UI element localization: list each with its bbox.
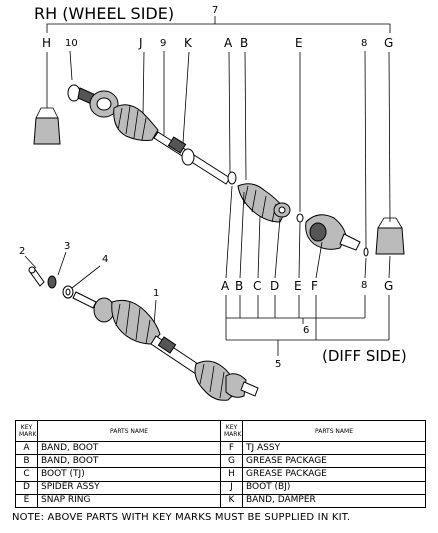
parts-key-table: KEY MARK PARTS NAME KEY MARK PARTS NAME … — [15, 420, 426, 509]
part-name-cell: SNAP RING — [37, 493, 221, 509]
spider-assy — [273, 202, 291, 218]
callout-2: 2 — [19, 246, 25, 257]
wheel-side-joint — [67, 84, 119, 118]
key-label-bottom-e: E — [294, 279, 302, 293]
header-key-mark-2: KEY MARK — [220, 420, 243, 442]
key-cell: K — [220, 493, 243, 509]
header-parts-name-2: PARTS NAME — [242, 420, 426, 442]
part-name-cell: TJ ASSY — [242, 440, 426, 456]
callout-8-bottom: 8 — [361, 280, 367, 291]
diff-side-label: (DIFF SIDE) — [322, 347, 407, 365]
exploded-parts-diagram: RH (WHEEL SIDE) 7 H 10 J 9 K A B E 8 G — [19, 4, 407, 401]
band-boot-a — [227, 171, 237, 185]
table-row: B BAND, BOOT G GREASE PACKAGE — [15, 454, 426, 469]
key-label-bottom-g: G — [384, 279, 393, 293]
header-key-mark: KEY MARK — [15, 420, 38, 442]
key-cell: A — [15, 440, 38, 456]
snap-ring — [296, 213, 304, 223]
lock-cap — [47, 275, 57, 289]
key-label-bottom-f: F — [311, 279, 318, 293]
snap-ring-8 — [363, 247, 369, 257]
part-name-cell: GREASE PACKAGE — [242, 454, 426, 469]
grease-package-g — [375, 227, 405, 255]
boot-bj — [113, 104, 159, 141]
key-label-bottom-b: B — [235, 279, 243, 293]
cotter-pin — [28, 266, 45, 287]
key-label-bottom-d: D — [270, 279, 279, 293]
part-name-cell: BOOT (BJ) — [242, 480, 426, 495]
key-label-top-k: K — [184, 36, 193, 50]
callout-6: 6 — [303, 325, 309, 336]
table-row: A BAND, BOOT F TJ ASSY — [15, 440, 426, 456]
tj-assy — [305, 214, 361, 251]
hub-nut — [62, 285, 74, 299]
callout-9: 9 — [160, 38, 166, 49]
kit-note: NOTE: ABOVE PARTS WITH KEY MARKS MUST BE… — [12, 512, 351, 523]
key-label-top-b: B — [240, 36, 248, 50]
key-label-bottom-a: A — [221, 279, 230, 293]
part-name-cell: BAND, BOOT — [37, 440, 221, 456]
callout-10: 10 — [65, 38, 78, 49]
key-label-top-g: G — [384, 36, 393, 50]
key-cell: G — [220, 454, 243, 469]
callout-8-top: 8 — [361, 38, 367, 49]
part-name-cell: SPIDER ASSY — [37, 480, 221, 495]
key-label-top-e: E — [295, 36, 303, 50]
key-label-top-h: H — [42, 36, 51, 50]
table-row: D SPIDER ASSY J BOOT (BJ) — [15, 480, 426, 495]
key-cell: H — [220, 467, 243, 482]
key-cell: F — [220, 440, 243, 456]
part-name-cell: BAND, DAMPER — [242, 493, 426, 509]
callout-5: 5 — [275, 359, 281, 370]
key-cell: D — [15, 480, 38, 495]
diagram-title: RH (WHEEL SIDE) — [34, 4, 174, 23]
key-cell: J — [220, 480, 243, 495]
key-label-top-a: A — [224, 36, 233, 50]
part-name-cell: GREASE PACKAGE — [242, 467, 426, 482]
key-cell: E — [15, 493, 38, 509]
key-cell: C — [15, 467, 38, 482]
callout-3: 3 — [64, 241, 70, 252]
drive-shaft-assembly — [72, 291, 259, 401]
table-row: C BOOT (TJ) H GREASE PACKAGE — [15, 467, 426, 482]
table-row: E SNAP RING K BAND, DAMPER — [15, 493, 426, 509]
callout-7: 7 — [212, 5, 218, 16]
key-cell: B — [15, 454, 38, 469]
callout-1: 1 — [153, 288, 159, 299]
callout-4: 4 — [102, 254, 108, 265]
grease-package-h — [33, 117, 61, 145]
key-label-top-j: J — [138, 36, 143, 50]
part-name-cell: BOOT (TJ) — [37, 467, 221, 482]
axle-shaft — [153, 131, 231, 185]
key-label-bottom-c: C — [253, 279, 261, 293]
part-name-cell: BAND, BOOT — [37, 454, 221, 469]
header-parts-name: PARTS NAME — [37, 420, 221, 442]
table-header-row: KEY MARK PARTS NAME KEY MARK PARTS NAME — [15, 420, 426, 442]
